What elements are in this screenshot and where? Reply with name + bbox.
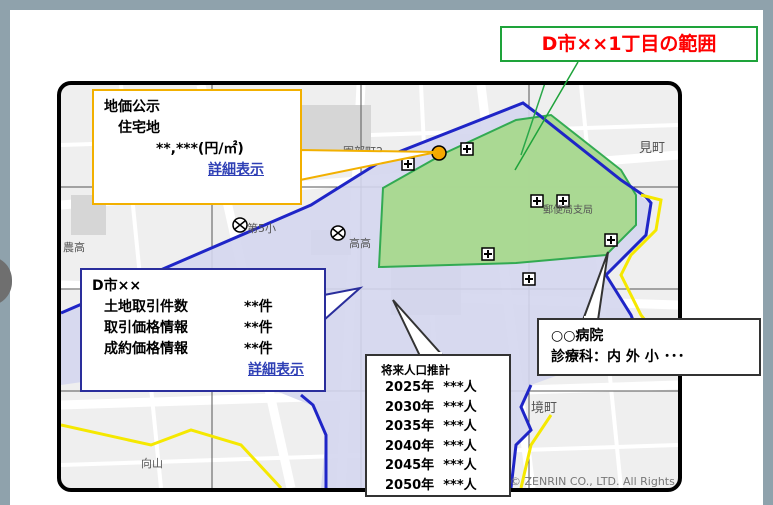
hospital-callout: ○○病院 診療科：内 外 小 ･･･ <box>537 318 761 376</box>
hospital-icon[interactable] <box>604 233 618 247</box>
map-label-post-office: 郵便局支局 <box>543 205 593 216</box>
district-row-label: 土地取引件数 <box>104 299 188 315</box>
population-row: 2035年 ***人 <box>385 419 477 434</box>
population-row: 2045年 ***人 <box>385 458 477 473</box>
district-row: 土地取引件数 **件 <box>92 297 314 318</box>
district-row: 成約価格情報 **件 <box>92 339 314 360</box>
district-row-value: **件 <box>244 320 273 336</box>
map-label-mountain: 向山 <box>141 457 163 470</box>
hospital-departments: 診療科：内 外 小 ･･･ <box>551 349 685 365</box>
land-price-subheading: 住宅地 <box>118 120 160 136</box>
land-price-value: **,***(円/㎡) <box>156 141 244 157</box>
map-label-town-south: 境町 <box>531 401 558 416</box>
hospital-icon[interactable] <box>460 142 474 156</box>
school-icon[interactable] <box>232 217 248 233</box>
population-callout: 将来人口推計 2025年 ***人 2030年 ***人 2035年 ***人 … <box>365 354 511 497</box>
chome-area <box>377 113 637 269</box>
land-price-point-icon <box>431 145 447 161</box>
map-copyright: © ZENRIN CO., LTD. All Rights <box>510 475 675 488</box>
land-price-detail-link[interactable]: 詳細表示 <box>208 162 264 178</box>
land-price-callout: 地価公示 住宅地 **,***(円/㎡) 詳細表示 <box>92 89 302 205</box>
district-row: 取引価格情報 **件 <box>92 318 314 339</box>
map-label-town-east: 見町 <box>639 141 666 156</box>
side-tab[interactable] <box>0 256 12 306</box>
population-row: 2040年 ***人 <box>385 438 477 454</box>
district-row-value: **件 <box>244 299 273 315</box>
map-label-park: 園部町2 <box>343 145 383 158</box>
map-label-left-edge: 農高 <box>63 241 85 254</box>
hospital-name: ○○病院 <box>551 328 604 344</box>
hospital-icon[interactable] <box>481 247 495 261</box>
hospital-icon[interactable] <box>530 194 544 208</box>
district-detail-link[interactable]: 詳細表示 <box>248 362 304 378</box>
population-row: 2025年 ***人 <box>385 380 477 395</box>
population-row: 2030年 ***人 <box>385 399 477 415</box>
population-title: 将来人口推計 <box>381 363 450 377</box>
area-title-label: D市××1丁目の範囲 <box>500 26 758 62</box>
district-name: D市×× <box>92 278 142 294</box>
district-row-label: 取引価格情報 <box>104 320 188 336</box>
hospital-icon[interactable] <box>556 194 570 208</box>
population-row: 2050年 ***人 <box>385 477 477 493</box>
map-label-high-school: 高高 <box>349 237 371 250</box>
hospital-icon[interactable] <box>522 272 536 286</box>
district-row-label: 成約価格情報 <box>104 341 188 357</box>
district-callout: D市×× 土地取引件数 **件 取引価格情報 **件 成約価格情報 **件 詳細… <box>80 268 326 392</box>
hospital-icon[interactable] <box>401 157 415 171</box>
land-price-heading: 地価公示 <box>104 99 160 115</box>
map-label-school: 第5小 <box>247 222 276 235</box>
school-icon[interactable] <box>330 225 346 241</box>
district-row-value: **件 <box>244 341 273 357</box>
